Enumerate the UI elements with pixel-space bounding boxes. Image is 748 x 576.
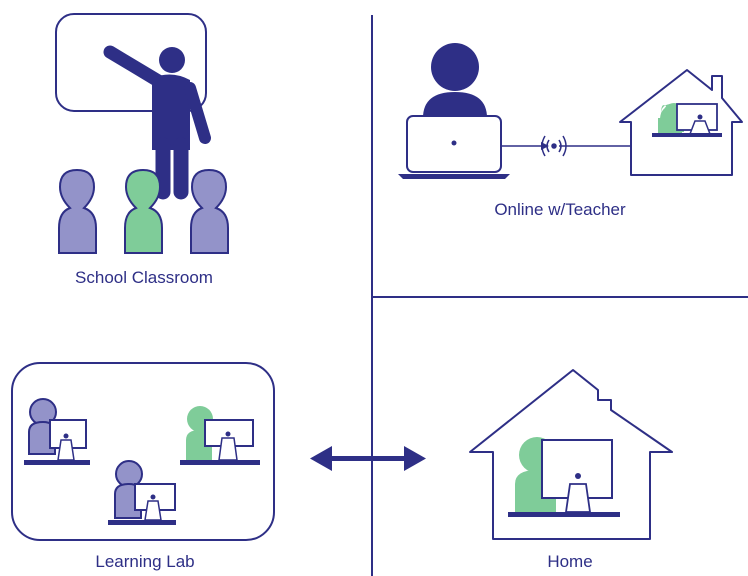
student-workstation-icon [180,406,260,465]
online-teacher-group [398,43,743,179]
whiteboard [55,13,207,112]
house-icon [619,69,743,176]
home-label: Home [547,552,593,571]
student-workstation-icon [108,460,176,525]
online-teacher-label: Online w/Teacher [494,200,626,219]
teacher-icon [103,45,211,200]
teacher-silhouette-icon [423,43,487,118]
student-icon [58,168,97,254]
double-headed-arrow-icon [310,446,426,471]
laptop-icon [398,115,510,179]
learning-lab-frame [11,362,275,541]
student-at-computer-icon [508,437,620,517]
home-group [469,369,673,540]
wireless-signal-icon [541,135,567,157]
school-classroom-label: School Classroom [75,268,213,287]
student-icon [124,168,163,254]
student-workstation-icon [24,398,90,465]
student-icon [190,168,229,254]
connection-arrowhead [541,142,549,150]
school-classroom-group [55,13,229,254]
learning-lab-group [11,362,275,541]
learning-lab-label: Learning Lab [95,552,195,571]
